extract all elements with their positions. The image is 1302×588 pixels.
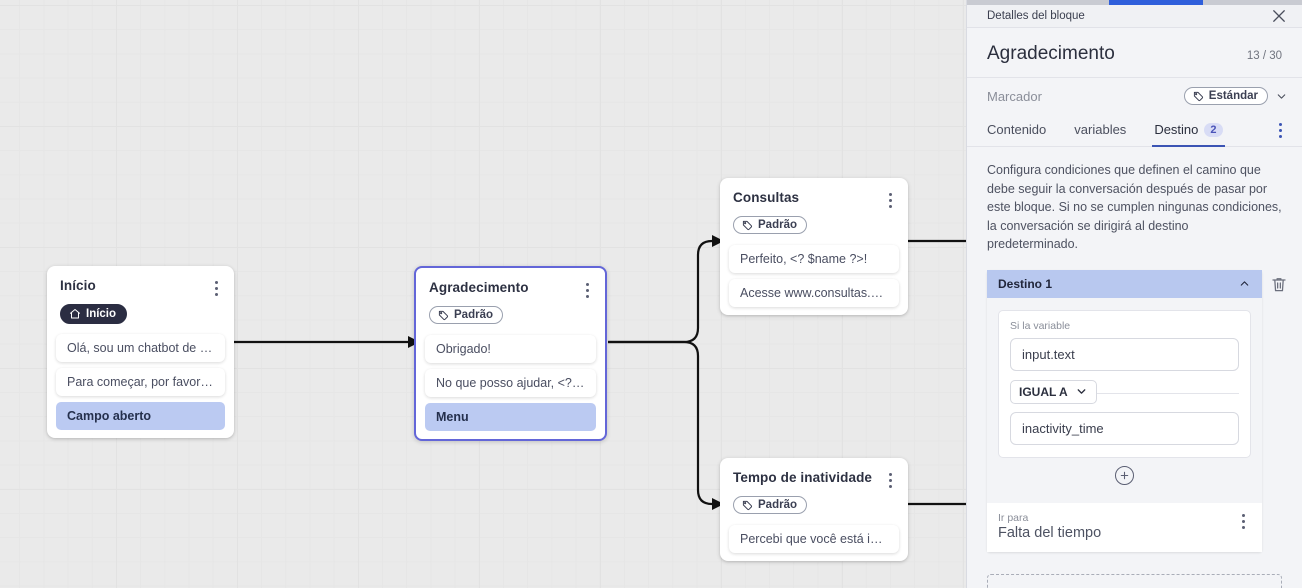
page-title: Agradecimento (987, 43, 1115, 64)
node-badge[interactable]: Padrão (429, 306, 503, 324)
goto-value: Falta del tiempo (998, 524, 1102, 541)
node-menu-kebab-icon[interactable] (882, 191, 898, 209)
node-badge-label: Padrão (758, 499, 797, 511)
tab-label: Contenido (987, 122, 1047, 137)
operator-label: IGUAL A (1019, 384, 1068, 399)
tag-icon (1193, 91, 1203, 102)
chevron-up-icon[interactable] (1238, 277, 1251, 290)
node-chip[interactable]: Campo aberto (56, 402, 225, 430)
node-badge-row: Início (47, 297, 234, 334)
node-badge[interactable]: Início (60, 304, 128, 324)
block-title-row: Agradecimento 13 / 30 (967, 28, 1302, 78)
flow-node-inicio[interactable]: Início Início Olá, sou um chatbot de tes… (47, 266, 234, 438)
add-destination-button[interactable]: Agregar destino (987, 573, 1282, 588)
destination-card: Destino 1 Si la variable (987, 269, 1262, 552)
node-message[interactable]: Percebi que você está inativo. C... (729, 525, 899, 553)
destination-card-body: Si la variable IGUAL A (987, 297, 1262, 503)
scrollbar-thumb[interactable] (1109, 0, 1203, 5)
compare-value-input[interactable] (1010, 411, 1239, 445)
node-badge-label: Início (86, 308, 117, 320)
variable-input[interactable] (1010, 337, 1239, 371)
node-badge[interactable]: Padrão (733, 216, 807, 234)
node-message[interactable]: No que posso ajudar, <? $name ... (425, 369, 596, 397)
destination-description: Configura condiciones que definen el cam… (987, 163, 1282, 251)
node-header: Consultas (720, 178, 908, 209)
node-message[interactable]: Olá, sou um chatbot de teste! (56, 334, 225, 362)
panel-overflow-kebab-icon[interactable] (1272, 122, 1288, 140)
panel-content: Agradecimento 13 / 30 Marcador Estándar (967, 28, 1302, 588)
node-title: Agradecimento (429, 280, 529, 295)
node-menu-kebab-icon[interactable] (579, 281, 595, 299)
node-header: Tempo de inatividade (720, 458, 908, 489)
node-badge[interactable]: Padrão (733, 496, 807, 514)
tab-contenido[interactable]: Contenido (987, 114, 1046, 146)
flow-edges (233, 235, 966, 510)
marcador-value-label: Estándar (1208, 90, 1258, 102)
marcador-row: Marcador Estándar (967, 78, 1302, 114)
tab-badge-count: 2 (1204, 122, 1223, 137)
char-counter: 13 / 30 (1246, 50, 1282, 62)
close-icon[interactable] (1270, 7, 1288, 25)
node-message[interactable]: Obrigado! (425, 335, 596, 363)
node-title: Início (60, 278, 96, 293)
node-header: Agradecimento (416, 268, 605, 299)
goto-label: Ir para (998, 511, 1029, 524)
trash-icon[interactable] (1270, 275, 1288, 295)
tab-label: Destino (1154, 122, 1199, 137)
tag-icon (742, 500, 753, 511)
flow-node-agradecimento[interactable]: Agradecimento Padrão Obrigado! No que po… (414, 266, 607, 441)
tab-variables[interactable]: variables (1074, 114, 1126, 146)
node-badge-label: Padrão (454, 309, 493, 321)
node-message[interactable]: Acesse www.consultas.com par... (729, 279, 899, 307)
home-icon (70, 309, 80, 319)
tab-destino[interactable]: Destino 2 (1152, 114, 1225, 147)
flow-node-tempo-inatividade[interactable]: Tempo de inatividade Padrão Percebi que … (720, 458, 908, 561)
flow-canvas[interactable]: Início Início Olá, sou um chatbot de tes… (0, 0, 966, 588)
horizontal-scrollbar[interactable] (967, 0, 1302, 5)
node-chip[interactable]: Menu (425, 403, 596, 431)
goto-row[interactable]: Ir para Falta del tiempo (987, 502, 1262, 552)
tag-icon (438, 310, 449, 321)
operator-select[interactable]: IGUAL A (1010, 379, 1097, 404)
node-badge-row: Padrão (720, 489, 908, 525)
chevron-down-icon (1077, 389, 1086, 394)
destination-card-header[interactable]: Destino 1 (987, 269, 1262, 298)
node-menu-kebab-icon[interactable] (882, 471, 898, 489)
chevron-down-icon[interactable] (1275, 90, 1288, 103)
node-title: Consultas (733, 190, 800, 205)
flow-node-consultas[interactable]: Consultas Padrão Perfeito, <? $name ?>! … (720, 178, 908, 315)
node-badge-label: Padrão (758, 219, 797, 231)
add-condition-row (998, 458, 1251, 497)
goto-menu-kebab-icon[interactable] (1235, 513, 1251, 531)
destination-card-title: Destino 1 (998, 276, 1053, 291)
panel-window-title: Detalles del bloque (987, 10, 1085, 22)
condition-box: Si la variable IGUAL A (998, 309, 1251, 458)
operator-row: IGUAL A (1010, 379, 1239, 406)
tab-label: variables (1074, 122, 1127, 137)
node-menu-kebab-icon[interactable] (208, 279, 224, 297)
plus-icon[interactable] (1115, 465, 1134, 485)
marcador-label: Marcador (987, 88, 1042, 104)
marcador-value-pill[interactable]: Estándar (1183, 87, 1268, 105)
node-message[interactable]: Para começar, por favor digite o ... (56, 368, 225, 396)
node-badge-row: Padrão (416, 299, 605, 335)
condition-label: Si la variable (1010, 319, 1071, 332)
tag-icon (742, 220, 753, 231)
node-message[interactable]: Perfeito, <? $name ?>! (729, 245, 899, 273)
node-header: Início (47, 266, 234, 297)
node-title: Tempo de inatividade (733, 470, 873, 485)
destination-card-wrapper: Destino 1 Si la variable (987, 269, 1288, 552)
block-details-panel: Detalles del bloque Agradecimento 13 / 3… (966, 0, 1302, 588)
node-badge-row: Padrão (720, 209, 908, 245)
panel-tabs: Contenido variables Destino 2 (967, 114, 1302, 147)
